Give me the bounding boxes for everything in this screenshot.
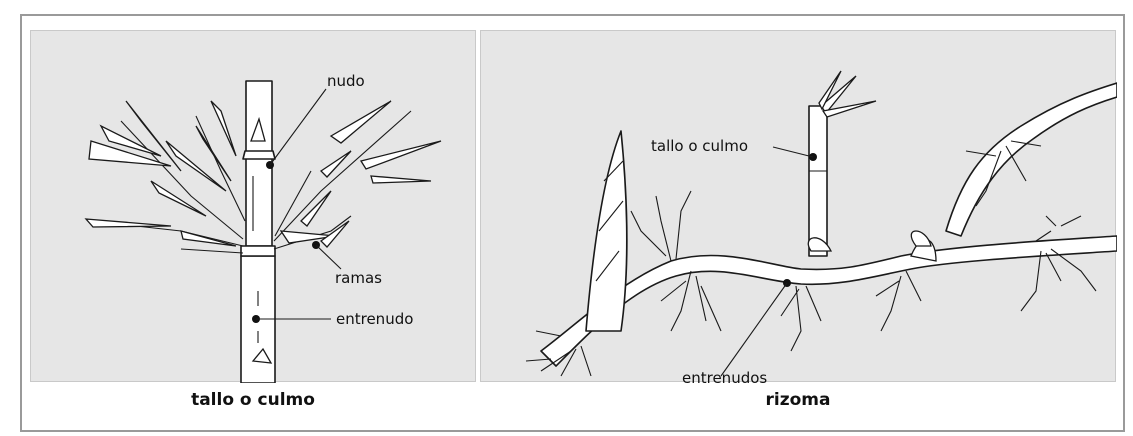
caption-culm: tallo o culmo [191, 390, 315, 410]
young-shoot [585, 130, 628, 332]
label-ramas: ramas [335, 269, 382, 287]
rhizome-panel: tallo o culmo entrenudos [480, 30, 1117, 382]
rhizome-culm [808, 105, 828, 257]
culm-illustration: nudo ramas entrenudo [84, 72, 442, 383]
label-tallo-o-culmo: tallo o culmo [651, 137, 748, 155]
diagram-frame: nudo ramas entrenudo [20, 14, 1125, 432]
caption-rhizome: rizoma [765, 390, 831, 410]
label-entrenudos-text: entrenudos [682, 369, 768, 387]
culm-sheath [250, 116, 266, 142]
label-nudo: nudo [327, 72, 365, 90]
rhizome-branch-upper [945, 82, 1117, 237]
rhizome-illustration: tallo o culmo entrenudos [525, 70, 1117, 377]
rhizome-main [540, 235, 1117, 367]
culm-node-band [240, 245, 276, 257]
roots [525, 140, 1097, 377]
upper-node [242, 150, 276, 160]
label-entrenudo: entrenudo [336, 310, 413, 328]
culm-panel: nudo ramas entrenudo [30, 30, 476, 383]
culm-sheath-lower [251, 347, 273, 364]
